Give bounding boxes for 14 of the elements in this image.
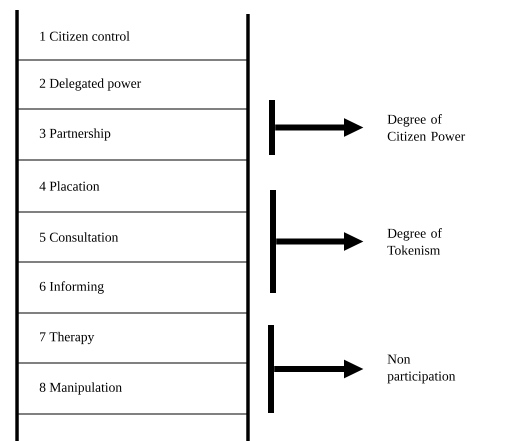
category-label: Degree of Citizen Power [388,114,466,141]
rung-label: 6 Informing [40,281,104,294]
rung-label: 7 Therapy [40,332,94,344]
bracket-bar [269,100,275,155]
rung-label: 1 Citizen control [40,31,130,41]
rung-label: 3 Partnership [40,128,110,141]
bracket-bar [270,190,276,293]
rung-label: 4 Placation [39,181,100,191]
category-label: Degree of Tokenism [387,228,442,255]
category-label: Non participation [387,354,456,384]
rung-label: 2 Delegated power [40,78,142,91]
rung-label: 5 Consultation [40,232,118,242]
bracket-bar [268,325,274,413]
rung-label: 8 Manipulation [40,382,122,395]
